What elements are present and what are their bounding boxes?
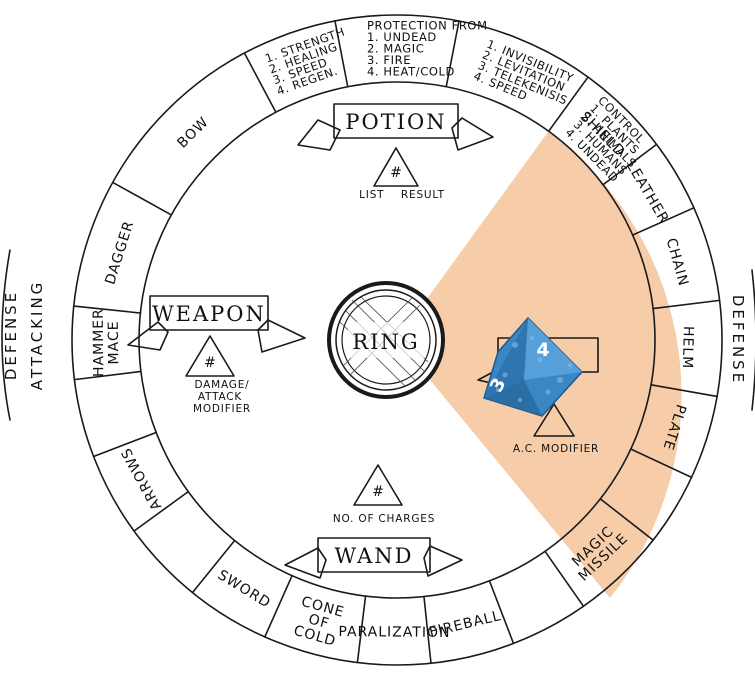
die-value-4: 4 (536, 339, 549, 361)
segment-divider (652, 299, 721, 310)
segment-divider (73, 370, 142, 381)
segment-dagger-text: DAGGER (102, 219, 137, 287)
segment-bow: BOW (174, 114, 212, 152)
weapon-caption-line3: MODIFIER (193, 403, 251, 415)
potion-category: POTION # LIST RESULT (297, 103, 494, 201)
armor-triangle-icon (533, 403, 575, 437)
segment-divider (92, 431, 157, 458)
d4-die: 4 3 (483, 316, 584, 417)
wand-triangle-icon (353, 464, 403, 506)
potion-symbol: # (390, 165, 402, 181)
segment-divider (488, 580, 515, 645)
defense-side-label-right: DEFENSE (729, 295, 747, 385)
weapon-triangle-icon (185, 335, 235, 377)
potion-caption: LIST RESULT (359, 189, 445, 201)
segment-divider (111, 181, 173, 216)
attacking-side-label: ATTACKING (28, 280, 46, 391)
ring-label: RING (352, 330, 419, 354)
segment-divider (423, 595, 432, 665)
segment-divider (356, 595, 367, 664)
wand-caption: NO. OF CHARGES (333, 513, 435, 525)
defense-side-label-left: DEFENSE (2, 290, 20, 380)
weapon-symbol: # (204, 355, 216, 371)
segment-hammer-mace-text: HAMMER (91, 308, 108, 377)
right-edge-arc (751, 269, 755, 411)
armor-caption: A.C. MODIFIER (513, 443, 599, 455)
segment-paralization-text: PARALIZATION (338, 624, 450, 641)
weapon-label: WEAPON (152, 302, 266, 326)
segment-protection-from-text: 1. UNDEAD (367, 30, 437, 44)
inner-ring (138, 81, 656, 599)
weapon-category: WEAPON # DAMAGE/ ATTACK MODIFIER (127, 295, 306, 415)
segment-divider (547, 76, 589, 133)
segment-arrows: ARROWS (118, 445, 165, 513)
segment-divider (133, 490, 190, 532)
wand-label: WAND (335, 544, 414, 568)
segment-divider (544, 550, 585, 608)
potion-triangle-icon (373, 147, 419, 187)
segment-protection-from-text: 2. MAGIC (367, 42, 424, 56)
segment-divider (72, 305, 142, 314)
segment-sword-text: SWORD (215, 567, 274, 612)
segment-divider (445, 20, 460, 88)
potion-label: POTION (345, 110, 446, 134)
segment-helm-text: HELM (679, 326, 696, 370)
segment-divider (191, 539, 236, 594)
segment-divider (631, 207, 695, 236)
wand-symbol: # (372, 484, 384, 500)
segment-bow-text: BOW (174, 114, 212, 152)
segment-sword: SWORD (215, 567, 274, 612)
segment-divider (650, 384, 718, 398)
outer-ring (71, 14, 723, 666)
weapon-caption-line2: ATTACK (198, 391, 243, 403)
segment-protection-from-text: 3. FIRE (367, 53, 411, 67)
segment-helm: HELM (679, 326, 696, 370)
segment-divider (243, 52, 277, 113)
segment-paralization: PARALIZATION (338, 624, 450, 641)
weapon-caption-line1: DAMAGE/ (194, 379, 249, 391)
segment-chain: CHAIN (663, 236, 692, 288)
segment-protection-from-text: PROTECTION FROM (367, 19, 488, 33)
segment-divider (264, 574, 293, 638)
segment-dividers (72, 20, 721, 665)
wand-category: # NO. OF CHARGES WAND (284, 464, 463, 579)
segment-hammer-mace-text: MACE (106, 320, 122, 364)
segment-arrows-text: ARROWS (118, 445, 165, 513)
left-edge-arc (1, 249, 11, 421)
segment-chain-text: CHAIN (663, 236, 692, 288)
segment-dagger: DAGGER (102, 219, 137, 287)
segment-protection-from-text: 4. HEAT/COLD (367, 65, 455, 79)
segment-divider (334, 20, 349, 88)
segment-divider (599, 498, 654, 541)
segment-divider (630, 448, 693, 479)
segment-divider (602, 143, 658, 186)
segment-cone-of-cold-text: OF (307, 611, 332, 632)
center-ring: RING (327, 281, 445, 399)
